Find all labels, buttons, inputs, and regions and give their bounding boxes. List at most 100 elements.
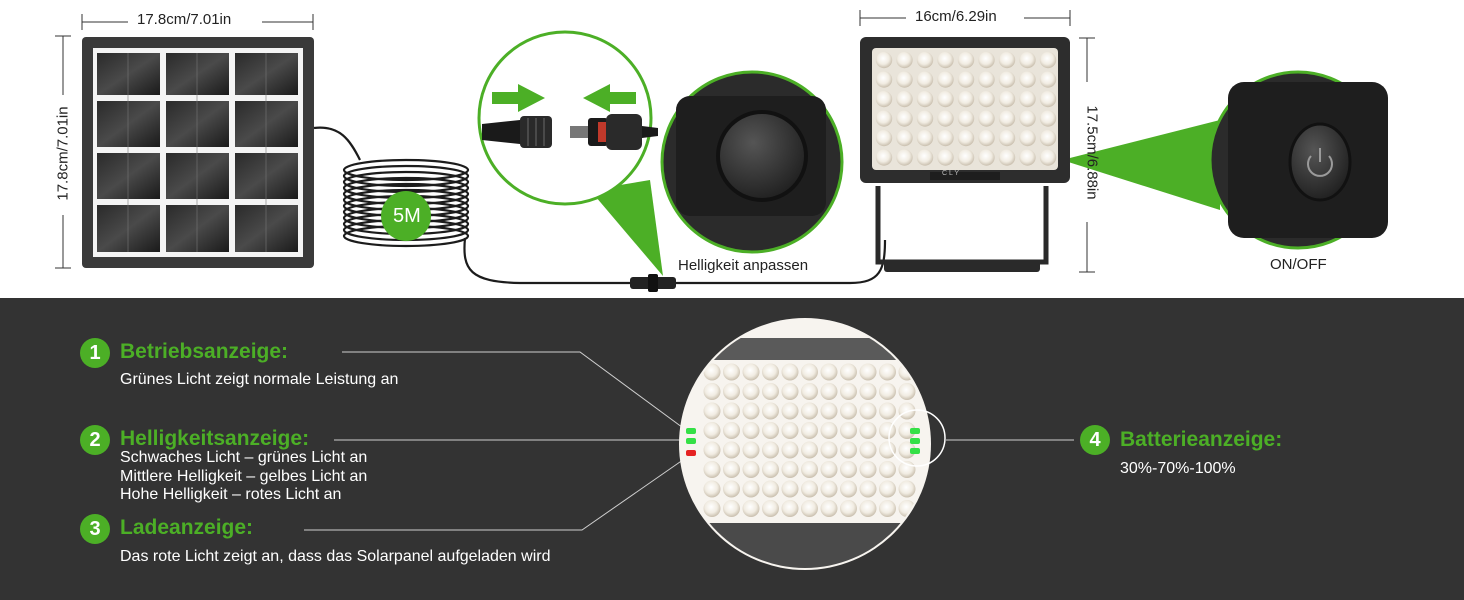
zoom-led — [859, 461, 877, 478]
led — [957, 51, 975, 69]
indicator-1-number: 1 — [80, 338, 110, 368]
zoom-led — [898, 383, 916, 400]
zoom-led — [859, 402, 877, 420]
zoom-led — [820, 363, 838, 381]
zoom-led — [781, 383, 799, 400]
zoom-led — [859, 441, 877, 459]
zoom-led — [723, 363, 740, 381]
connector-zoom-cone — [590, 180, 663, 276]
zoom-led — [781, 363, 799, 381]
zoom-led — [801, 363, 818, 381]
zoom-led — [859, 480, 877, 498]
power-button-zoom-circle — [1208, 70, 1388, 250]
power-callout-label: ON/OFF — [1270, 256, 1327, 273]
led — [1039, 129, 1057, 147]
zoom-led — [840, 441, 857, 459]
led — [957, 149, 975, 166]
led — [978, 110, 995, 127]
indicator-4-title: Batterieanzeige: — [1120, 428, 1283, 451]
led — [937, 110, 954, 127]
zoom-led — [742, 383, 760, 400]
led — [978, 149, 995, 166]
led — [896, 51, 913, 69]
floodlight — [860, 37, 1070, 272]
leader-lines — [304, 351, 1074, 531]
led — [916, 90, 934, 108]
zoom-led — [781, 461, 799, 478]
indicator-2-line-3: Hohe Helligkeit – rotes Licht an — [120, 486, 342, 503]
brightness-button-zoom-circle — [660, 70, 844, 254]
led — [937, 90, 954, 108]
led — [1039, 51, 1057, 69]
zoom-led — [801, 383, 818, 400]
light-width-label: 16cm/6.29in — [915, 8, 997, 25]
led — [1039, 71, 1057, 88]
zoom-led — [762, 383, 779, 400]
led — [896, 90, 913, 108]
arrow-left-icon — [583, 84, 636, 112]
led — [875, 129, 893, 147]
cable-length-badge: 5M — [393, 205, 421, 227]
indicator-2-title: Helligkeitsanzeige: — [120, 427, 310, 450]
led — [998, 90, 1016, 108]
zoom-led — [879, 363, 896, 381]
solar-panel — [82, 37, 314, 268]
cable-connector — [630, 274, 676, 292]
zoom-led — [742, 422, 760, 439]
brightness-indicator-led — [686, 438, 696, 444]
zoom-led — [840, 422, 857, 439]
zoom-led — [762, 441, 779, 459]
battery-led-3 — [910, 448, 920, 454]
connector-zoom-circle — [477, 30, 658, 206]
indicator-2-line-1: Schwaches Licht – grünes Licht an — [120, 449, 368, 466]
zoom-led — [898, 422, 916, 439]
led — [896, 71, 913, 88]
zoom-led — [762, 363, 779, 381]
zoom-led — [703, 461, 721, 478]
led — [998, 129, 1016, 147]
led — [1019, 90, 1036, 108]
led — [978, 90, 995, 108]
zoom-led — [781, 500, 799, 517]
zoom-led — [762, 500, 779, 517]
panel-height-dimension-line — [55, 35, 71, 269]
led — [937, 129, 954, 147]
indicator-1-title: Betriebsanzeige: — [120, 340, 289, 363]
led — [875, 149, 893, 166]
zoom-led — [820, 480, 838, 498]
zoom-led — [879, 461, 896, 478]
panel-width-label: 17.8cm/7.01in — [137, 11, 232, 28]
zoom-led — [801, 500, 818, 517]
zoom-led — [820, 383, 838, 400]
indicator-zoom-illustration — [304, 318, 1074, 570]
led — [1019, 129, 1036, 147]
zoom-led — [762, 402, 779, 420]
led — [978, 51, 995, 69]
led — [875, 110, 893, 127]
zoom-led — [879, 422, 896, 439]
battery-indicator-highlight — [888, 409, 946, 467]
zoom-led — [879, 441, 896, 459]
zoom-led — [703, 480, 721, 498]
zoom-led — [879, 383, 896, 400]
zoom-led — [723, 402, 740, 420]
zoom-led — [840, 402, 857, 420]
led — [916, 71, 934, 88]
indicator-2-line-2: Mittlere Helligkeit – gelbes Licht an — [120, 468, 368, 485]
zoom-led — [781, 441, 799, 459]
brightness-callout-label: Helligkeit anpassen — [678, 257, 809, 274]
led — [998, 110, 1016, 127]
light-height-dimension-line — [1079, 37, 1095, 273]
indicator-3-title: Ladeanzeige: — [120, 516, 254, 539]
indicator-section: 1 Betriebsanzeige: Grünes Licht zeigt no… — [0, 298, 1464, 600]
led — [957, 71, 975, 88]
zoom-led — [879, 402, 896, 420]
led — [916, 51, 934, 69]
zoom-led — [742, 441, 760, 459]
zoom-led — [723, 500, 740, 517]
light-width-dimension-line — [859, 10, 1071, 26]
indicator-3-number: 3 — [80, 514, 110, 544]
indicator-3-line-1: Das rote Licht zeigt an, dass das Solarp… — [120, 548, 551, 565]
zoom-led — [840, 480, 857, 498]
zoom-led — [762, 480, 779, 498]
